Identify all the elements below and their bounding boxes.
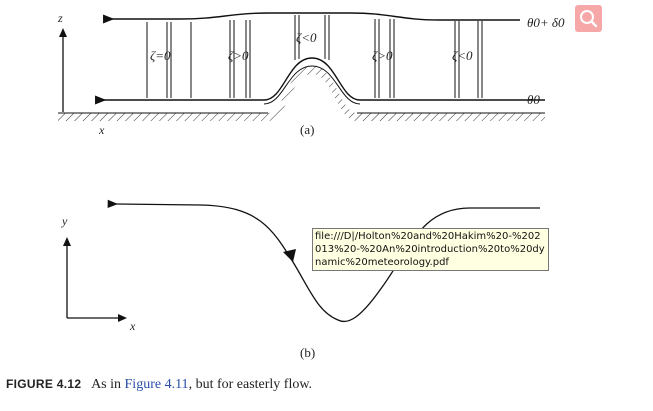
mountain-inner: [263, 65, 361, 105]
figure-caption: FIGURE 4.12 As in Figure 4.11, but for e…: [6, 377, 312, 393]
vorticity-label-4: ζ>0: [372, 48, 393, 63]
search-button[interactable]: [575, 5, 602, 32]
vorticity-label-2: ζ>0: [228, 48, 249, 63]
vorticity-label-1: ζ=0: [150, 48, 171, 63]
y-axis-label: y: [61, 214, 68, 228]
isentrope-theta0-delta0: [103, 12, 520, 24]
link-tooltip: file:///D|/Holton%20and%20Hakim%20-%2020…: [312, 228, 549, 271]
z-axis-arrowhead: [59, 28, 67, 37]
caption-text-after: , but for easterly flow.: [188, 377, 313, 392]
z-axis-label: z: [57, 11, 63, 25]
panel-label-a: (a): [300, 122, 314, 137]
ground-hatch: [58, 66, 545, 121]
trajectory-mid-arrow: [283, 249, 296, 262]
y-axis-arrowhead: [63, 237, 71, 246]
x-axis-label-b: x: [129, 319, 136, 333]
x-axis-b-arrowhead: [118, 314, 127, 322]
isentrope-theta0: [95, 57, 545, 105]
x-axis-label-a: x: [98, 123, 105, 137]
figure-link[interactable]: Figure 4.11: [124, 377, 189, 392]
vertical-columns: [146, 15, 483, 98]
caption-text-before: As in: [91, 377, 122, 392]
figure-number: FIGURE 4.12: [6, 377, 82, 391]
label-theta0: θ0: [527, 92, 540, 107]
search-icon: [580, 10, 598, 28]
vorticity-label-3: ζ<0: [296, 30, 317, 45]
label-theta0-delta0: θ0+ δ0: [527, 15, 565, 30]
panel-a: z ζ=0 ζ>0 ζ<0 ζ>0 ζ<0 θ0+ δ0 θ0 x (a): [57, 11, 565, 137]
panel-label-b: (b): [300, 345, 315, 360]
vorticity-label-5: ζ<0: [452, 48, 473, 63]
